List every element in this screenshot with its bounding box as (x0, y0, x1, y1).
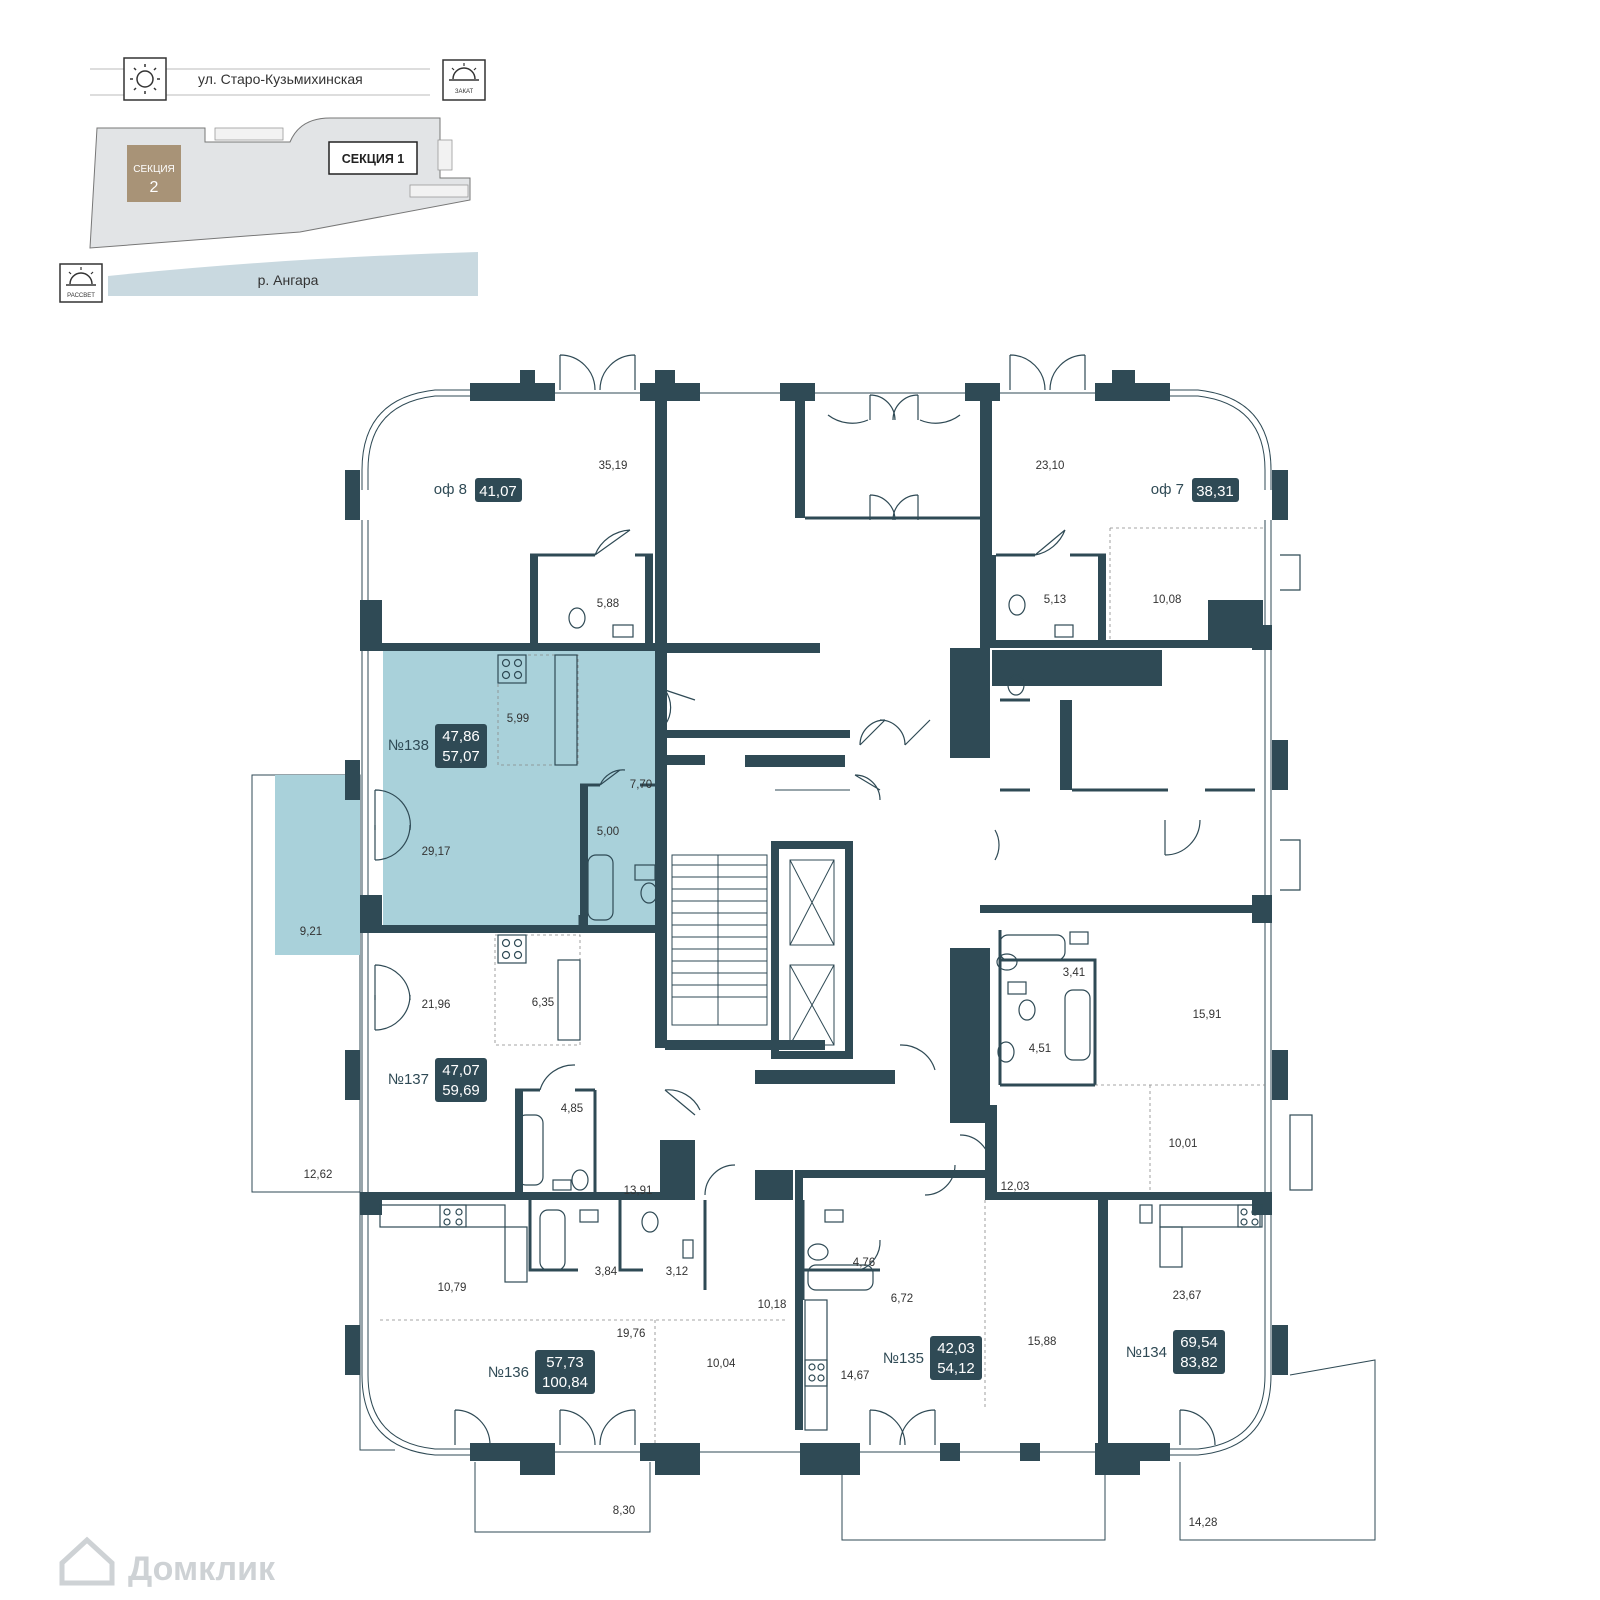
room-area: 23,10 (1036, 460, 1065, 472)
room-area: 5,00 (597, 826, 619, 838)
room-area: 10,18 (758, 1299, 787, 1311)
room-area: 35,19 (599, 460, 628, 472)
apartment-label: №136 (488, 1364, 529, 1381)
apartment-area-badge (930, 1336, 982, 1380)
kitchens (379, 654, 1313, 1431)
apartment-area-badge (1173, 1330, 1225, 1374)
office-label: оф 7 (1151, 481, 1184, 498)
apartment-total-area: 59,69 (442, 1082, 480, 1099)
apartment-label: №135 (883, 1350, 924, 1367)
room-area: 3,41 (1063, 967, 1085, 979)
sunrise-label: РАССВЕТ (67, 293, 95, 299)
apartment-living-area: 47,07 (442, 1062, 480, 1079)
room-area: 7,70 (630, 779, 652, 791)
room-area: 4,76 (853, 1257, 875, 1269)
street-label: ул. Старо-Кузьмихинская (198, 71, 363, 87)
terraces (251, 774, 1376, 1541)
office-total-area: 41,07 (479, 483, 517, 500)
room-areas: 35,19 5,88 23,10 5,13 10,08 5,99 7,70 29… (300, 460, 1222, 1529)
room-area: 8,30 (613, 1505, 635, 1517)
apartment-total-area: 54,12 (937, 1360, 975, 1377)
room-area: 23,67 (1173, 1290, 1202, 1302)
apartment-total-area: 57,07 (442, 748, 480, 765)
apartment-living-area: 42,03 (937, 1340, 975, 1357)
doors (374, 354, 1301, 1446)
room-area: 5,99 (507, 713, 529, 725)
river-label: р. Ангара (258, 272, 319, 288)
fixtures (517, 594, 1091, 1291)
room-area: 9,21 (300, 926, 322, 938)
sun-icon (123, 57, 167, 101)
section-1-label: СЕКЦИЯ 1 (342, 152, 405, 166)
site-plan: ул. Старо-Кузьмихинская ЗАКАТ (59, 57, 486, 303)
watermark-text: Домклик (128, 1550, 276, 1588)
apartment-label: №138 (388, 737, 429, 754)
office-area-badge (475, 478, 522, 502)
elevator-shafts (771, 841, 853, 1059)
room-area: 12,62 (304, 1169, 333, 1181)
room-area: 29,17 (422, 846, 451, 858)
apartment-area-badge (435, 1058, 487, 1102)
staircase (671, 789, 850, 1026)
walls (345, 370, 1288, 1475)
office-area-badge (1192, 478, 1239, 502)
room-area: 14,28 (1189, 1517, 1218, 1529)
apartment-living-area: 57,73 (546, 1354, 584, 1371)
room-area: 10,08 (1153, 594, 1182, 606)
office-label: оф 8 (434, 481, 467, 498)
room-area: 4,85 (561, 1103, 583, 1115)
room-area: 4,51 (1029, 1043, 1051, 1055)
room-area: 12,03 (1001, 1181, 1030, 1193)
room-area: 15,91 (1193, 1009, 1222, 1021)
room-area: 3,12 (666, 1266, 688, 1278)
room-area: 21,96 (422, 999, 451, 1011)
room-area: 13,91 (624, 1185, 653, 1197)
room-area: 5,13 (1044, 594, 1066, 606)
apartment-area-badge (535, 1350, 595, 1394)
apartment-label: №137 (388, 1071, 429, 1088)
apartment-living-area: 69,54 (1180, 1334, 1218, 1351)
apartment-living-area: 47,86 (442, 728, 480, 745)
room-area: 5,88 (597, 598, 619, 610)
room-area: 10,04 (707, 1358, 736, 1370)
apartment-label: №134 (1126, 1344, 1167, 1361)
room-area: 6,72 (891, 1293, 913, 1305)
room-area: 19,76 (617, 1328, 646, 1340)
room-area: 3,84 (595, 1266, 618, 1278)
apt-138-highlight (383, 649, 662, 929)
apartment-area-badge (435, 724, 487, 768)
apt-138-loggia (275, 775, 360, 955)
watermark: Домклик (59, 1536, 276, 1588)
room-area: 14,67 (841, 1370, 870, 1382)
room-area: 15,88 (1028, 1336, 1057, 1348)
sunset-label: ЗАКАТ (455, 89, 474, 95)
room-area: 6,35 (532, 997, 554, 1009)
room-area: 10,01 (1169, 1138, 1198, 1150)
room-area: 10,79 (438, 1282, 467, 1294)
apartment-total-area: 83,82 (1180, 1354, 1218, 1371)
apartment-total-area: 100,84 (542, 1374, 588, 1391)
sunrise-icon: РАССВЕТ (59, 263, 103, 303)
office-total-area: 38,31 (1196, 483, 1234, 500)
section-2-word: СЕКЦИЯ (133, 164, 175, 175)
section-2-number: 2 (150, 179, 159, 196)
sunset-icon: ЗАКАТ (442, 59, 486, 101)
unit-labels: оф 8 41,07 оф 7 38,31 №138 47,86 57,07 №… (388, 478, 1239, 1394)
